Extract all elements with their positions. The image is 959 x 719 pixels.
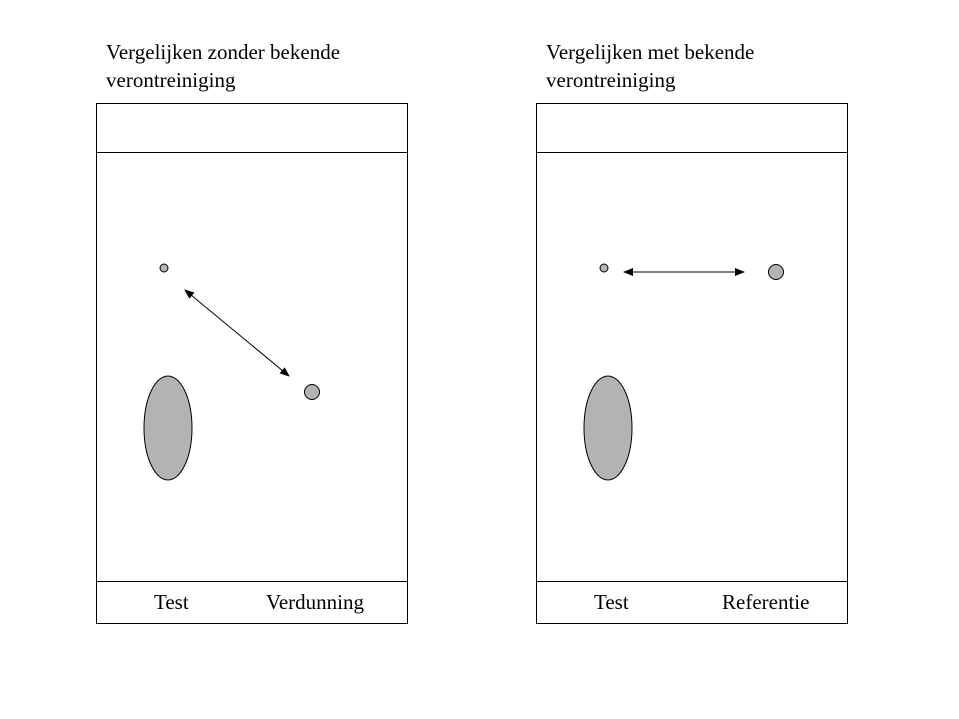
left-test-main-spot (143, 375, 193, 481)
right-test-impurity-spot (599, 263, 609, 273)
right-panel-title: Vergelijken met bekende verontreiniging (546, 40, 755, 92)
right-reference-spot (768, 264, 784, 280)
left-comparison-arrow (184, 289, 290, 377)
right-plate-top-band (537, 104, 847, 153)
left-panel-title: Vergelijken zonder bekende verontreinigi… (106, 40, 341, 92)
left-plate-label-band: Test Verdunning (97, 581, 407, 623)
right-lane-label-referentie: Referentie (722, 590, 810, 614)
right-lane-label-test: Test (594, 590, 629, 614)
left-lane-label-test: Test (154, 590, 189, 614)
right-plate-label-band: Test Referentie (537, 581, 847, 623)
left-test-impurity-spot (159, 263, 169, 273)
right-test-main-spot (583, 375, 633, 481)
right-plate: Test Referentie (536, 103, 848, 624)
left-plate-top-band (97, 104, 407, 153)
left-lane-label-verdunning: Verdunning (266, 590, 364, 614)
left-dilution-spot (304, 384, 320, 400)
